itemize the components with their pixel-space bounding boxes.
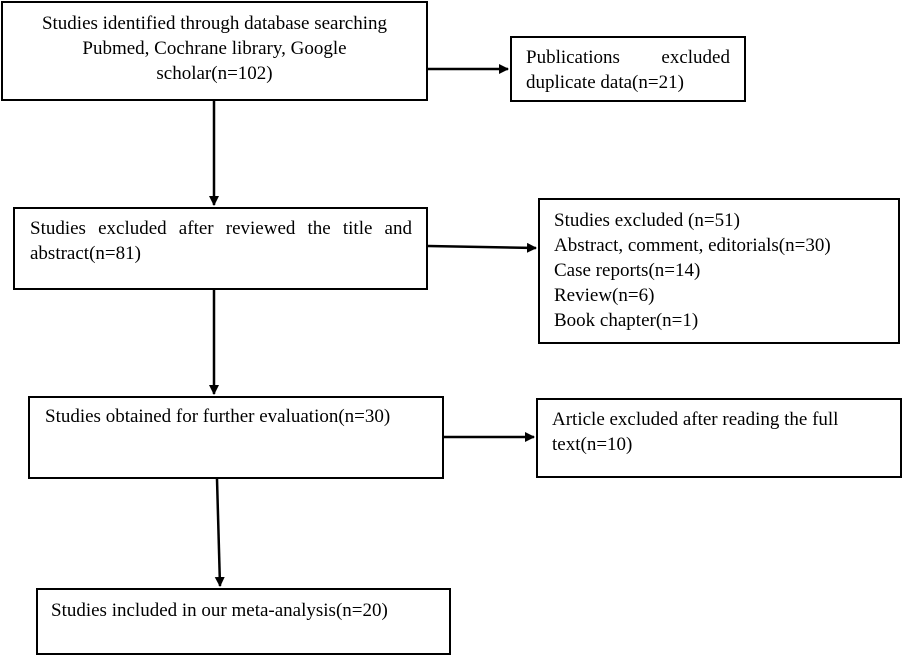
box-duplicates-excluded-line-2: duplicate data(n=21)	[526, 72, 684, 93]
box-full-text-excluded-line-2: text(n=10)	[552, 434, 633, 455]
box-duplicates-excluded-line-1: Publications excluded	[526, 47, 730, 68]
box-studies-identified-line-1: Studies identified through database sear…	[41, 13, 388, 34]
box-excluded-51-line-2: Abstract, comment, editorials(n=30)	[554, 235, 831, 256]
box-excluded-51-line-5: Book chapter(n=1)	[554, 310, 699, 331]
box-studies-included: Studies included in our meta-analysis(n=…	[36, 588, 451, 655]
box-full-text-excluded: Article excluded after reading the full …	[536, 398, 902, 478]
arrow-to-included	[214, 478, 225, 587]
box-title-abstract-excluded: Studies excluded after reviewed the titl…	[13, 207, 428, 290]
box-studies-identified-line-2: Pubmed, Cochrane library, Google	[82, 38, 347, 59]
box-excluded-51-line-1: Studies excluded (n=51)	[554, 210, 740, 231]
box-full-text-excluded-line-1: Article excluded after reading the full	[552, 409, 839, 430]
box-studies-identified: Studies identified through database sear…	[1, 1, 428, 101]
box-studies-included-line-1: Studies included in our meta-analysis(n=…	[51, 600, 388, 621]
box-studies-identified-line-3: scholar(n=102)	[156, 63, 273, 84]
arrow-to-excluded-51	[427, 242, 537, 253]
box-excluded-51-line-4: Review(n=6)	[554, 285, 655, 306]
box-further-evaluation-line-1: Studies obtained for further evaluation(…	[45, 406, 391, 427]
box-excluded-51-line-3: Case reports(n=14)	[554, 260, 701, 281]
box-excluded-51: Studies excluded (n=51) Abstract, commen…	[538, 198, 900, 344]
box-title-abstract-excluded-line-2: abstract(n=81)	[30, 243, 141, 264]
box-title-abstract-excluded-line-1: Studies excluded after reviewed the titl…	[30, 218, 412, 239]
box-further-evaluation: Studies obtained for further evaluation(…	[28, 396, 444, 479]
box-duplicates-excluded: Publications excluded duplicate data(n=2…	[510, 36, 746, 102]
